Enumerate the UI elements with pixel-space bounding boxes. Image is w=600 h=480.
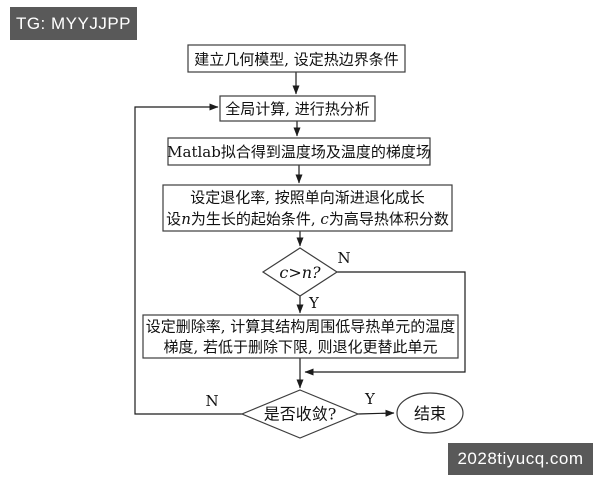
delete-box-line1: 设定删除率, 计算其结构周围低导热单元的温度 bbox=[146, 318, 456, 336]
degradation-box bbox=[162, 184, 453, 232]
degradation-box-line2: 设n为生长的起始条件, c为高导热体积分数 bbox=[166, 210, 449, 228]
start-box-text: 建立几何模型, 设定热边界条件 bbox=[194, 51, 399, 69]
label-cn-no: N bbox=[337, 249, 350, 267]
global-calc-box bbox=[219, 95, 376, 122]
matlab-box-text: Matlab拟合得到温度场及温度的梯度场 bbox=[167, 143, 431, 161]
end-oval-text: 结束 bbox=[414, 404, 446, 423]
cn-decision-diamond bbox=[261, 247, 339, 297]
global-calc-box-text: 全局计算, 进行热分析 bbox=[225, 100, 370, 118]
label-cn-yes: Y bbox=[308, 294, 320, 312]
matlab-box bbox=[167, 137, 431, 166]
watermark-website: 2028tiyucq.com bbox=[448, 443, 593, 475]
start-box bbox=[187, 44, 406, 73]
label-converge-yes: Y bbox=[364, 390, 376, 408]
converge-decision-diamond bbox=[240, 389, 360, 439]
edge-converge-yes-to-end bbox=[357, 409, 395, 417]
delete-box-line2: 梯度, 若低于删除下限, 则退化更替此单元 bbox=[163, 338, 437, 356]
edge-converge-no-feedback bbox=[134, 103, 242, 415]
degradation-box-line1: 设定退化率, 按照单向渐进退化成长 bbox=[190, 189, 425, 207]
edge-cn-no-loop bbox=[304, 271, 466, 376]
watermark-telegram: TG: MYYJJPP bbox=[10, 7, 137, 40]
cn-decision-text: c>n? bbox=[279, 263, 321, 282]
delete-box bbox=[142, 314, 459, 359]
end-oval bbox=[396, 392, 464, 434]
converge-decision-text: 是否收敛? bbox=[264, 405, 337, 424]
label-converge-no: N bbox=[205, 392, 218, 410]
